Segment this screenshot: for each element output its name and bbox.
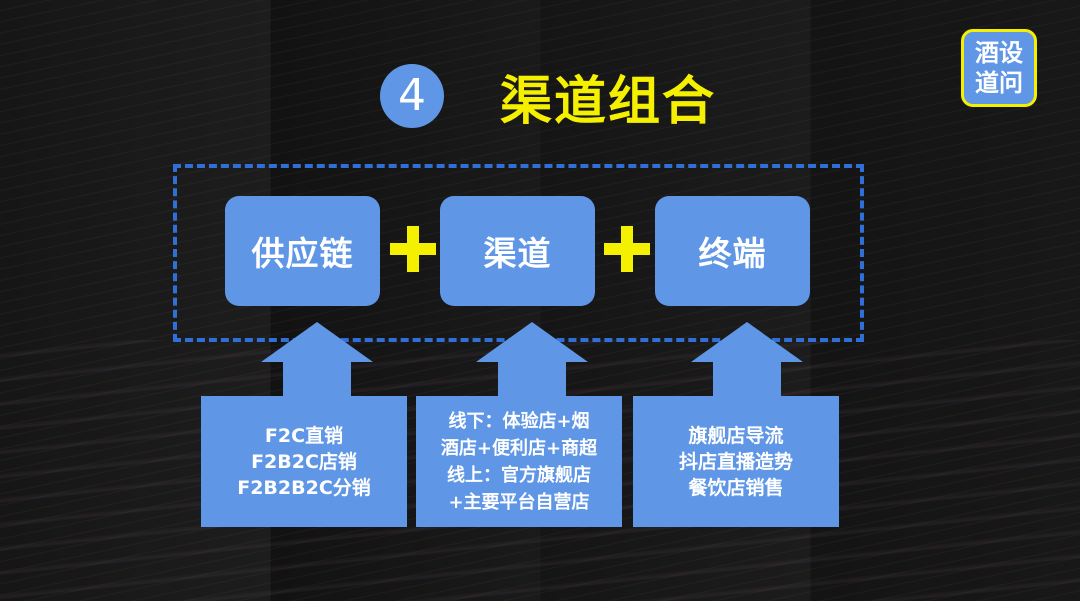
slide-title: 渠道组合 <box>500 71 717 132</box>
detail-box-terminal: 旗舰店导流 抖店直播造势 餐饮店销售 <box>633 396 839 527</box>
detail-line: 线下：体验店+烟 <box>448 410 590 432</box>
detail-line: F2B2C店销 <box>251 450 357 473</box>
title-row: 4 渠道组合 <box>380 60 716 132</box>
plus-icon <box>390 226 436 272</box>
detail-line: F2B2B2C分销 <box>237 476 371 499</box>
up-arrow-stem <box>498 361 566 397</box>
box-terminal: 终端 <box>655 196 810 306</box>
detail-box-supply-chain: F2C直销 F2B2C店销 F2B2B2C分销 <box>201 396 407 527</box>
plus-icon <box>604 226 650 272</box>
up-arrow-icon <box>691 322 803 362</box>
step-number-badge: 4 <box>380 64 444 128</box>
detail-line: 餐饮店销售 <box>688 476 784 499</box>
up-arrow-stem <box>283 361 351 397</box>
detail-line: 酒店+便利店+商超 <box>440 437 598 459</box>
up-arrow-icon <box>476 322 588 362</box>
brand-line-1: 酒设 <box>975 39 1023 67</box>
detail-line: +主要平台自营店 <box>448 491 590 513</box>
detail-line: 旗舰店导流 <box>688 424 784 447</box>
box-supply-chain: 供应链 <box>225 196 380 306</box>
detail-box-channel: 线下：体验店+烟 酒店+便利店+商超 线上：官方旗舰店 +主要平台自营店 <box>416 396 622 527</box>
detail-line: 线上：官方旗舰店 <box>447 464 591 486</box>
box-channel: 渠道 <box>440 196 595 306</box>
brand-line-2: 道问 <box>975 69 1023 97</box>
brand-logo: 酒设 道问 <box>961 29 1037 107</box>
up-arrow-stem <box>713 361 781 397</box>
up-arrow-icon <box>261 322 373 362</box>
detail-line: 抖店直播造势 <box>678 450 793 473</box>
detail-line: F2C直销 <box>264 424 344 447</box>
